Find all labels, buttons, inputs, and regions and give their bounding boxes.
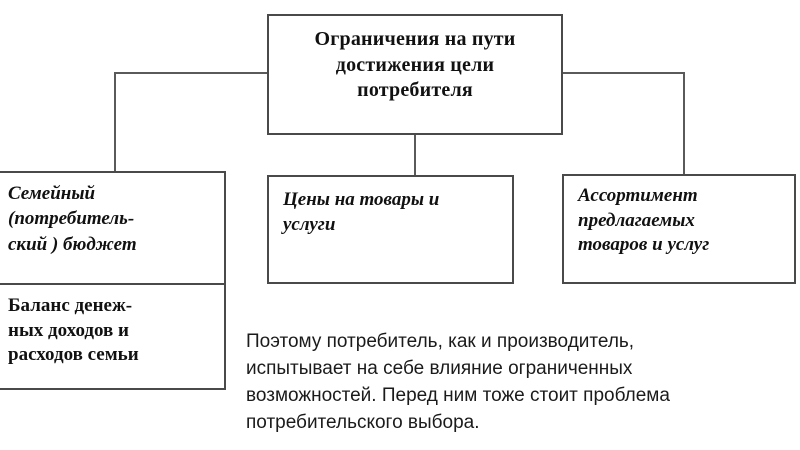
connector-root-to-budget: [113, 71, 267, 171]
diagram-node-family-budget: Семейный (потребитель- ский ) бюджет Бал…: [0, 171, 226, 390]
diagram-node-assortment: Ассортимент предлагаемых товаров и услуг: [562, 174, 796, 284]
diagram-node-budget-balance-cell: Баланс денеж- ных доходов и расходов сем…: [0, 285, 224, 388]
diagram-node-prices-label: Цены на товары и услуги: [283, 189, 440, 236]
body-paragraph: Поэтому потребитель, как и производитель…: [246, 331, 670, 433]
connector-root-to-assortment: [563, 71, 686, 174]
diagram-node-budget-balance-label: Баланс денеж- ных доходов и расходов сем…: [8, 294, 139, 366]
diagram-node-assortment-label: Ассортимент предлагаемых товаров и услуг: [578, 185, 710, 256]
diagram-node-family-budget-label: Семейный (потребитель- ский ) бюджет: [8, 183, 137, 255]
diagram-node-root-label: Ограничения на пути достижения цели потр…: [314, 28, 516, 102]
diagram-node-prices: Цены на товары и услуги: [267, 175, 514, 284]
diagram-node-family-budget-title-cell: Семейный (потребитель- ский ) бюджет: [0, 173, 224, 285]
diagram-node-root: Ограничения на пути достижения цели потр…: [267, 14, 563, 135]
